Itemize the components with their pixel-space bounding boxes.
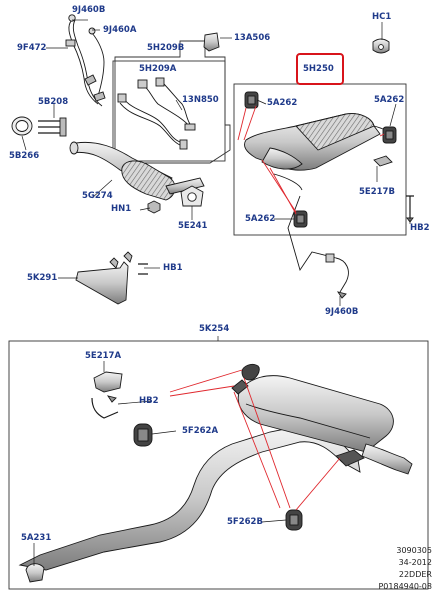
- front-pipe-assembly: [11, 116, 205, 214]
- sensor-harness-upper: [65, 14, 390, 150]
- label-HC1: HC1: [372, 12, 392, 22]
- box-5K254: [8, 340, 429, 590]
- label-5F262A: 5F262A: [182, 426, 219, 436]
- footer-line-4: P0184940-08: [378, 582, 432, 591]
- label-HB2-right: HB2: [410, 223, 430, 233]
- label-5E241: 5E241: [178, 221, 208, 231]
- label-5H209B: 5H209B: [147, 43, 185, 53]
- label-5B208: 5B208: [38, 97, 69, 107]
- label-5H209A: 5H209A: [139, 64, 177, 74]
- label-5A262-b: 5A262: [374, 95, 405, 105]
- leader-lines: [21, 19, 411, 566]
- footer-line-3: 22DDER: [398, 570, 432, 579]
- label-5G274: 5G274: [82, 191, 113, 201]
- footer-line-2: 34-2012: [398, 558, 432, 567]
- label-5A231: 5A231: [21, 533, 52, 543]
- box-5H209A: [112, 60, 226, 162]
- label-9J460B-mid: 9J460B: [325, 307, 359, 317]
- rear-muffler-assembly: [18, 363, 413, 583]
- label-13N850: 13N850: [182, 95, 219, 105]
- footer-line-1: 3090305: [396, 546, 432, 555]
- label-HB2-lower: HB2: [139, 396, 159, 406]
- label-13A506: 13A506: [234, 33, 271, 43]
- label-5B266: 5B266: [9, 151, 40, 161]
- label-5K254: 5K254: [199, 324, 230, 334]
- label-5H250: 5H250: [303, 64, 334, 74]
- label-9F472: 9F472: [17, 43, 47, 53]
- label-5F262B: 5F262B: [227, 517, 263, 527]
- label-9J460B-top: 9J460B: [72, 5, 106, 15]
- red-leader-lines: [169, 105, 385, 511]
- label-9J460A-top: 9J460A: [103, 25, 137, 35]
- label-5K291: 5K291: [27, 273, 58, 283]
- catalytic-converter-main: [244, 91, 414, 228]
- heat-shield-5K291: [75, 251, 148, 305]
- label-5E217A: 5E217A: [85, 351, 122, 361]
- label-5A262-c: 5A262: [245, 214, 276, 224]
- label-HN1: HN1: [111, 204, 132, 214]
- label-5E217B: 5E217B: [359, 187, 395, 197]
- label-5A262-a: 5A262: [267, 98, 298, 108]
- label-HB1: HB1: [163, 263, 183, 273]
- highlight-5H250: [296, 53, 344, 85]
- rear-sensor-9J460B: [287, 195, 349, 299]
